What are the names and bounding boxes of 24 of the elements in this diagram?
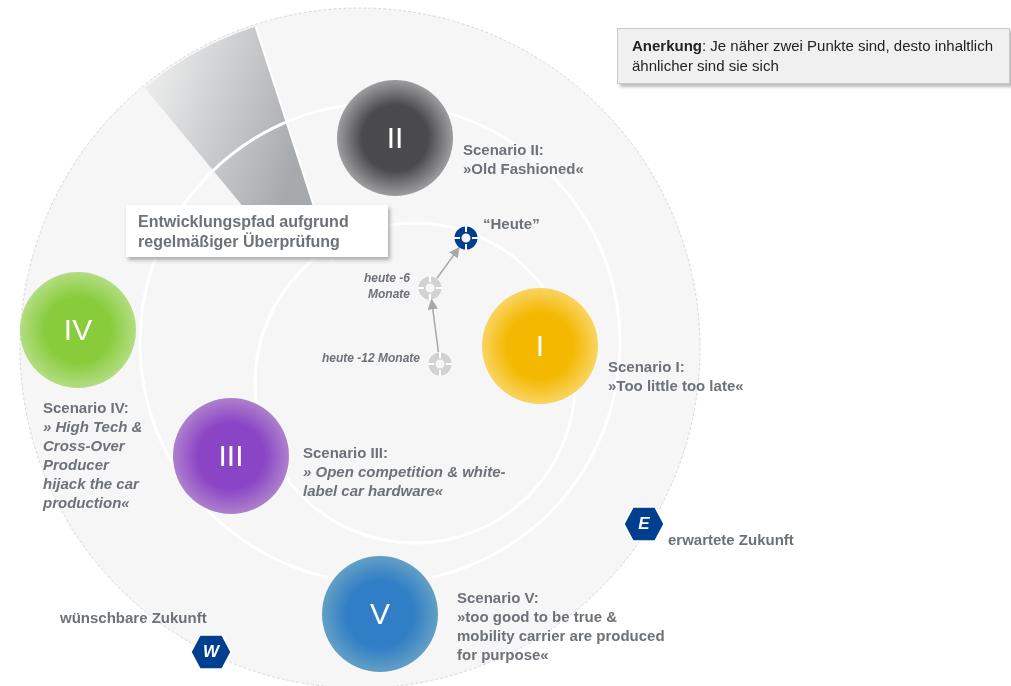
future-label: erwartete Zukunft	[668, 530, 795, 549]
position-marker	[418, 276, 442, 300]
arrow	[436, 246, 460, 279]
marker-label: “Heute”	[483, 214, 541, 233]
hexagon-badge: E	[623, 506, 665, 542]
position-marker	[454, 226, 478, 250]
time-label: heute -6 Monate	[363, 270, 410, 302]
arrow	[427, 298, 440, 353]
scenario-description: » High Tech & Cross-Over Producer hijack the car production«	[43, 417, 144, 512]
scenario-description: »too good to be true & mobility carrier are produced for purpose«	[457, 607, 666, 664]
scenario-description: »Old Fashioned«	[463, 159, 585, 178]
scenario-heading: Scenario IV:	[43, 398, 130, 417]
scenario-heading: Scenario III:	[303, 443, 390, 462]
scenario-description: » Open competition & white-label car hardware«	[303, 462, 507, 500]
hexagon-badge: W	[190, 634, 232, 670]
callout-box: Entwicklungspfad aufgrund regelmäßiger Überprüfung	[126, 205, 388, 257]
scenario-description: »Too little too late«	[608, 376, 745, 395]
scenario-heading: Scenario I:	[608, 357, 686, 376]
future-label: wünschbare Zukunft	[60, 608, 208, 627]
note-box: Anerkung: Je näher zwei Punkte sind, desto inhaltlich ähnlicher sind sie sich	[617, 28, 1010, 84]
time-label: heute -12 Monate	[321, 350, 420, 366]
scenario-heading: Scenario II:	[463, 140, 545, 159]
position-marker	[428, 352, 452, 376]
scenario-heading: Scenario V:	[457, 588, 540, 607]
